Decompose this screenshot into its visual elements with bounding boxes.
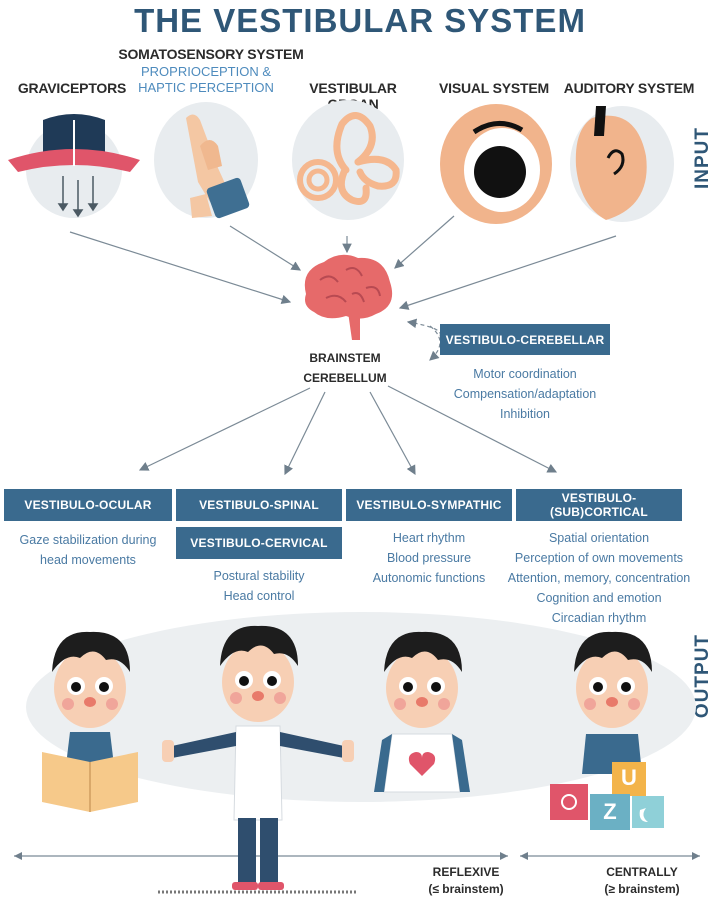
cervical-item: Head control xyxy=(223,589,295,603)
brainstem-label: BRAINSTEM xyxy=(309,351,381,365)
vestibulo-cervical-box: VESTIBULO-CERVICAL xyxy=(176,527,342,559)
subcortical-item: Spatial orientation xyxy=(548,531,650,545)
vestibulo-spinal-box: VESTIBULO-SPINAL xyxy=(176,489,342,521)
block-letter-u: U xyxy=(621,765,637,790)
cerebellar-item: Inhibition xyxy=(499,407,551,421)
hand-illustration xyxy=(148,98,264,222)
brain-illustration xyxy=(296,250,398,346)
reflexive-label: REFLEXIVE xyxy=(432,865,500,879)
boy-standing-illustration xyxy=(158,620,358,898)
graviceptor-illustration xyxy=(8,100,143,230)
subcortical-item: Cognition and emotion xyxy=(536,591,662,605)
cerebellar-item: Compensation/adaptation xyxy=(453,387,597,401)
cerebellum-label: CEREBELLUM xyxy=(303,371,387,385)
somatosensory-sub-2: HAPTIC PERCEPTION xyxy=(138,80,274,95)
visual-system-label: VISUAL SYSTEM xyxy=(439,80,549,96)
cerebellar-item: Motor coordination xyxy=(473,367,577,381)
sympathic-item: Blood pressure xyxy=(386,551,472,565)
subcortical-item: Perception of own movements xyxy=(514,551,684,565)
boy-blocks-illustration xyxy=(540,624,680,834)
subcortical-item: Circadian rhythm xyxy=(551,611,647,625)
graviceptors-label: GRAVICEPTORS xyxy=(17,80,127,96)
page-title: THE VESTIBULAR SYSTEM xyxy=(134,2,586,39)
reflexive-sublabel: (≤ brainstem) xyxy=(428,882,504,896)
auditory-system-label: AUDITORY SYSTEM xyxy=(563,80,695,96)
inner-ear-illustration xyxy=(286,96,410,226)
subcortical-item: Attention, memory, concentration xyxy=(507,571,691,585)
vestibulo-sympathic-box: VESTIBULO-SYMPATHIC xyxy=(346,489,512,521)
somatosensory-label: SOMATOSENSORY SYSTEM xyxy=(118,46,304,62)
vestibulo-cerebellar-box: VESTIBULO-CEREBELLAR xyxy=(440,324,610,355)
boy-heart-illustration xyxy=(366,624,476,794)
ocular-item: head movements xyxy=(40,553,136,567)
sympathic-item: Heart rhythm xyxy=(392,531,466,545)
somatosensory-sub-1: PROPRIOCEPTION & xyxy=(140,64,272,79)
centrally-sublabel: (≥ brainstem) xyxy=(604,882,680,896)
cervical-item: Postural stability xyxy=(213,569,305,583)
vestibulo-ocular-box: VESTIBULO-OCULAR xyxy=(4,489,172,521)
vestibulo-subcortical-box: VESTIBULO-(SUB)CORTICAL xyxy=(516,489,682,521)
block-letter-z: Z xyxy=(603,799,617,824)
boy-reading-illustration xyxy=(34,622,144,822)
sympathic-item: Autonomic functions xyxy=(372,571,486,585)
centrally-label: CENTRALLY xyxy=(606,865,678,879)
eye-illustration xyxy=(438,96,556,226)
ear-illustration xyxy=(566,96,678,226)
ocular-item: Gaze stabilization during xyxy=(19,533,157,547)
